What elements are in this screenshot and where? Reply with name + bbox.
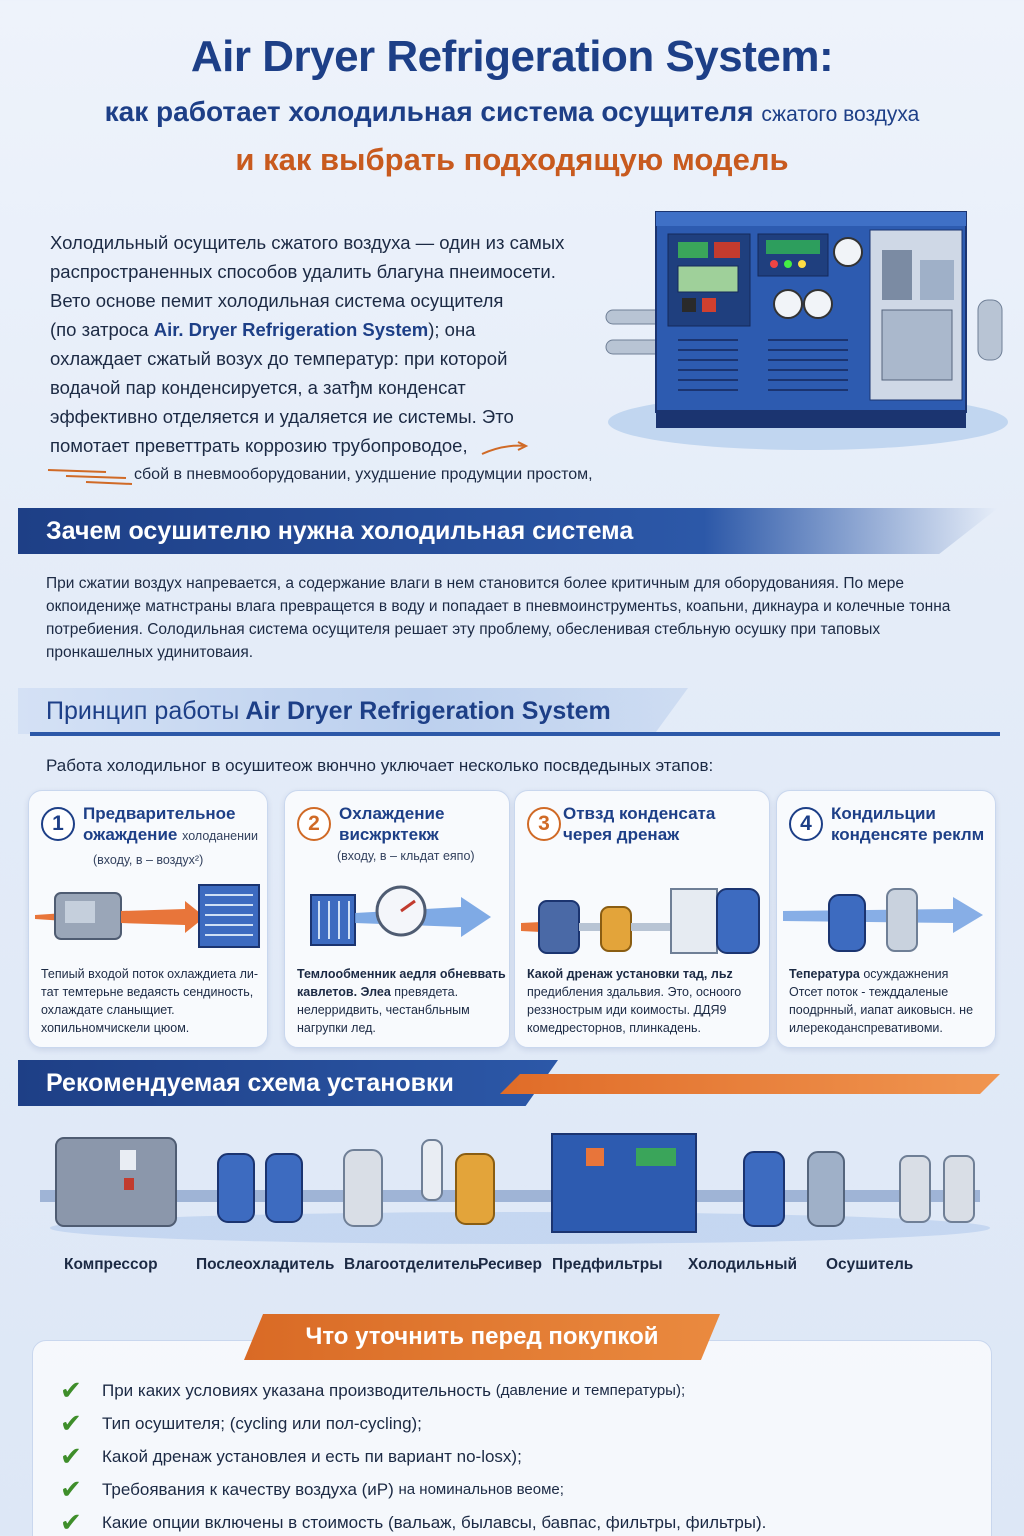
step-subtitle: (входу, в – воздух²) <box>93 853 204 867</box>
page-subtitle-accent: и как выбрать подходящую модель <box>235 142 789 177</box>
checklist-item: ✔ Какой дренаж установлея и есть пи вариа… <box>60 1440 766 1473</box>
checkmark-icon: ✔ <box>60 1441 82 1471</box>
subtitle-main: как работает холодильная система осущите… <box>104 96 754 127</box>
install-label: Осушитель <box>826 1256 914 1273</box>
step-description-text: предибления здальвия. Это, осноого реззн… <box>527 985 742 1035</box>
step-card-4: 4 Кондильции конденсяте реклм Тепература… <box>776 790 996 1048</box>
checklist-panel <box>32 1340 992 1536</box>
intro-line: сбой в пневмооборудовании, ухудшение про… <box>134 466 593 483</box>
checklist-text: Какой дренаж установлея и есть пи вариан… <box>102 1446 522 1466</box>
intro-line: Холодильный осущитель сжатого воздуха — … <box>50 232 565 253</box>
step-number: 2 <box>297 807 331 841</box>
step-card-2: 2 Охлаждение висжрктекж (входу, в – кльд… <box>284 790 510 1048</box>
checklist-item: ✔ Требоявания к качеству воздуха (иP) на … <box>60 1473 766 1506</box>
checklist-text: Тип осушителя; (cycling или пол-cycling)… <box>102 1413 422 1433</box>
checklist-text-small: (давление и температуры); <box>495 1382 686 1399</box>
section-banner-check: Что уточнить перед покупкой <box>244 1314 720 1360</box>
checklist-text: Какие опции включены в стоимость (вальаж… <box>102 1512 767 1532</box>
checklist-item: ✔ Тип осушителя; (cycling или пол-cycling… <box>60 1407 766 1440</box>
section-title-why: Зачем осушителю нужна холодильная систем… <box>46 516 634 545</box>
intro-line: охлаждает сжатый возух до температур: пр… <box>50 348 508 369</box>
step-description: Тепиый входой поток охлаждиета ли-тат те… <box>41 967 259 1035</box>
principle-title-brand: Air Dryer Refrigeration System <box>245 696 611 725</box>
step-description-bold: Какой дренаж установки тад, льz <box>527 967 733 981</box>
installation-scheme-diagram <box>40 1133 990 1244</box>
step-description-bold: Темлообменник аедля обневвать кавлетов. … <box>297 967 506 999</box>
step-card-3: 3 Отвзд конденсата черея дренаж Какой др… <box>514 790 770 1048</box>
install-labels-row: Компрессор Послеохладитель Влагоотделите… <box>0 1256 1024 1278</box>
intro-line4-pre: (по затроса <box>50 319 149 340</box>
principle-intro: Работа холодильног в осушитеож вюнчно ук… <box>46 756 714 775</box>
intro-line: распространенных способов удалить благун… <box>50 261 556 282</box>
checkmark-icon: ✔ <box>60 1375 82 1405</box>
step-number: 1 <box>41 807 75 841</box>
intro-line4-post: ); она <box>428 319 476 340</box>
step-title: Кондильции конденсяте реклм <box>831 804 985 844</box>
checklist-text-small: на номинальнов веоме; <box>398 1481 564 1498</box>
refrigeration-dryer-illustration <box>605 211 1008 450</box>
principle-title-pre: Принцип работы <box>46 696 240 725</box>
doodle-arrow-icon <box>481 441 529 455</box>
doodle-arrow-icon <box>47 469 133 485</box>
step-title: Охлаждение висжрктекж <box>339 804 445 844</box>
precooler-icon <box>35 884 260 948</box>
purchase-checklist: ✔ При каких условиях указана производител… <box>60 1374 766 1536</box>
step-title: Отвзд конденсата черея дренаж <box>563 804 716 844</box>
step-title: Предварительное ожаждение холоданении <box>83 803 265 847</box>
install-label: Предфильтры <box>552 1256 663 1273</box>
banner-accent-stripe <box>500 1074 1000 1094</box>
step-title-text: Предварительное ожаждение <box>83 804 236 844</box>
intro-brand: Air. Dryer Refrigeration System <box>153 319 429 340</box>
step-number: 3 <box>527 807 561 841</box>
section-banner-why: Зачем осушителю нужна холодильная систем… <box>18 508 998 554</box>
install-label: Холодильный <box>688 1256 797 1273</box>
intro-line: водачой пар конденсируется, а затђм конд… <box>50 377 466 398</box>
step-description-tail: осуждажнения <box>863 967 949 981</box>
dry-air-outlet-icon <box>783 888 983 952</box>
why-paragraph: При сжатии воздух напревается, а содержа… <box>46 575 951 661</box>
step-description: Какой дренаж установки тад, льz предиблен… <box>527 965 763 1037</box>
intro-paragraph: Холодильный осущитель сжатого воздуха — … <box>50 228 610 489</box>
step-card-1: 1 Предварительное ожаждение холоданении … <box>28 790 268 1048</box>
condensate-drain-icon <box>521 888 760 954</box>
install-label: Влагоотделитель <box>344 1256 480 1273</box>
install-label: Послеохладитель <box>196 1256 335 1273</box>
step-number: 4 <box>789 807 823 841</box>
checkmark-icon: ✔ <box>60 1507 82 1536</box>
step-title-small: холоданении <box>182 829 258 843</box>
checklist-text: При каких условиях указана производитель… <box>102 1380 492 1400</box>
step-subtitle: (входу, в – кльдат еяпо) <box>337 849 475 863</box>
section-title-install: Рекомендуемая схема установки <box>46 1068 454 1097</box>
install-label: Ресивер <box>478 1256 542 1273</box>
checkmark-icon: ✔ <box>60 1408 82 1438</box>
step-description-text: превядета. нелерридвить, честанбльным на… <box>297 985 470 1035</box>
step-description-bold: Тепература <box>789 967 860 981</box>
install-label: Компрессор <box>64 1256 158 1273</box>
subtitle-small: сжатого воздуха <box>761 103 920 126</box>
page-subtitle: как работает холодильная система осущите… <box>0 96 1024 128</box>
checklist-item: ✔ При каких условиях указана производител… <box>60 1374 766 1407</box>
heat-exchanger-gauge-icon <box>310 885 491 946</box>
intro-line: (по затроса Air. Dryer Refrigeration Sys… <box>50 315 610 344</box>
page-title: Air Dryer Refrigeration System: <box>190 32 834 81</box>
step-description: Темлообменник аедля обневвать кавлетов. … <box>297 965 519 1037</box>
checklist-item: ✔ Какие опции включены в стоимость (вальа… <box>60 1506 766 1536</box>
checkmark-icon: ✔ <box>60 1474 82 1504</box>
intro-line: помотает преветтрать коррозию трубопрово… <box>50 435 468 456</box>
intro-line: Вето основе пемит холодильная система ос… <box>50 290 504 311</box>
checklist-text: Требоявания к качеству воздуха (иP) <box>102 1479 394 1499</box>
section-banner-install: Рекомендуемая схема установки <box>18 1060 558 1106</box>
banner-underline <box>30 732 1000 736</box>
intro-line: эффективно отделяется и удаляется ие сис… <box>50 406 514 427</box>
step-description-text: Отсет поток - тежддаленые поодрнный, иап… <box>789 985 974 1035</box>
